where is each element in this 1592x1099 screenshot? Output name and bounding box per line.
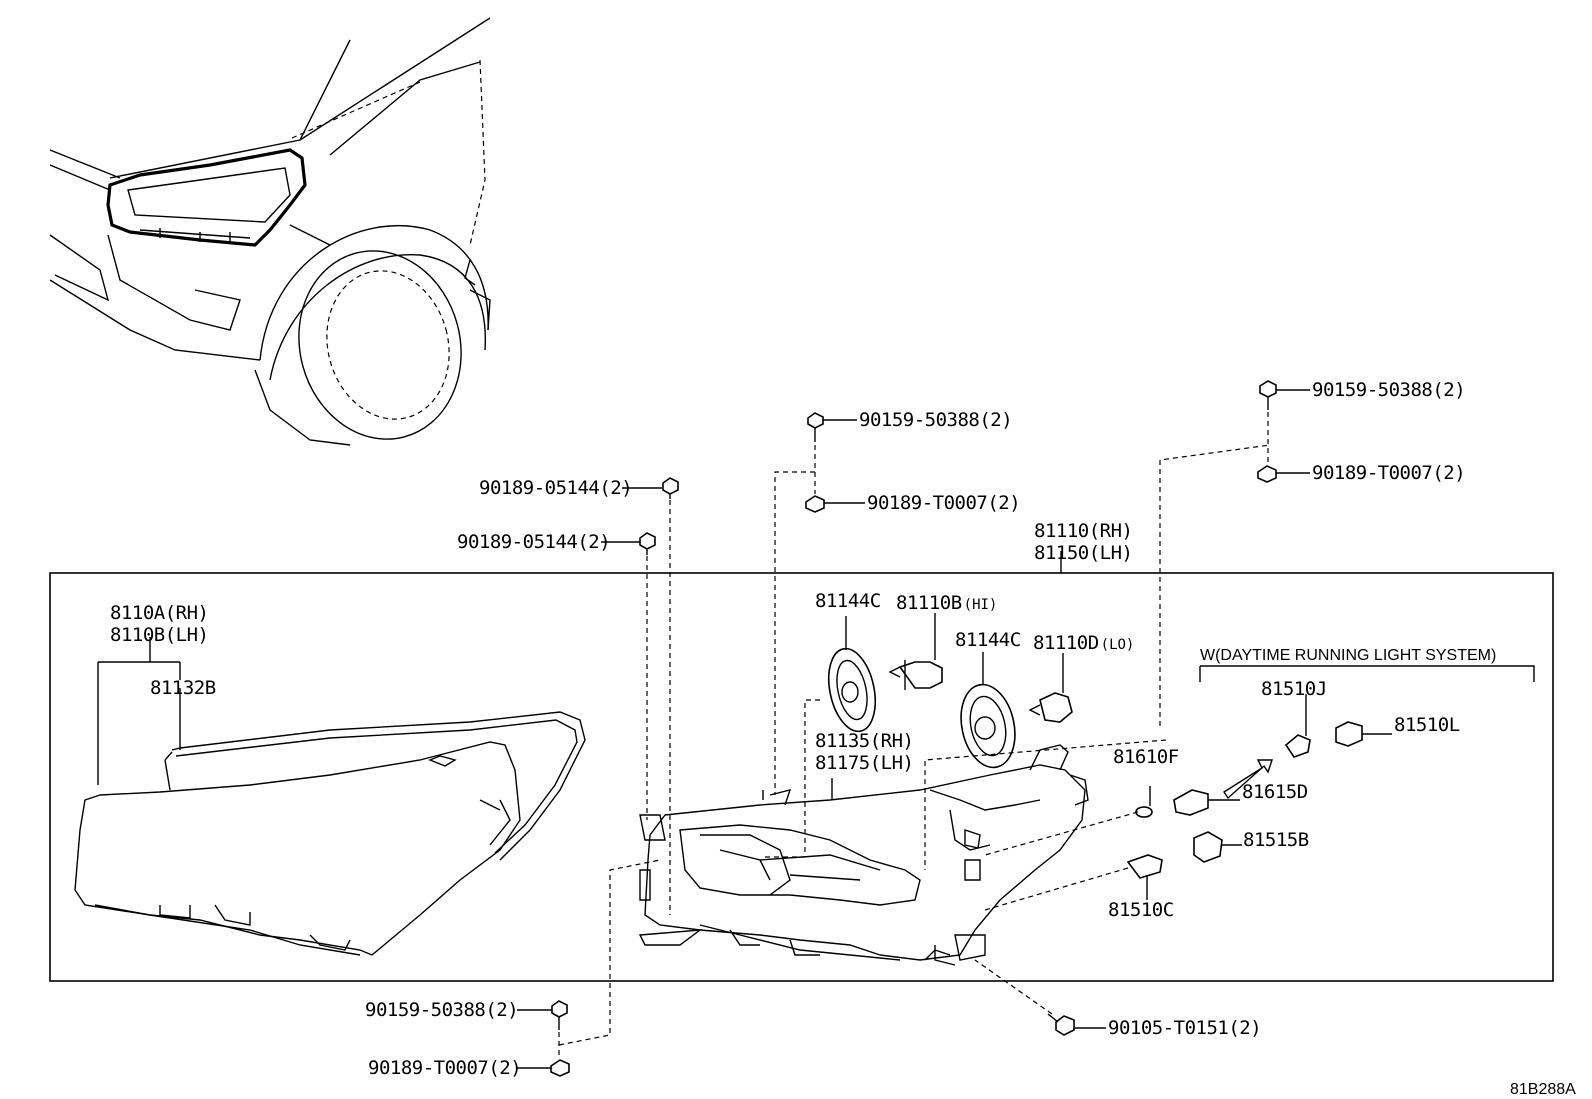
drl-socket-2-label: 81615D: [1242, 781, 1308, 803]
center-screw-label: 90159-50388(2): [859, 409, 1012, 431]
lens-part: [74, 711, 586, 956]
left-nut-1: [662, 477, 679, 499]
bottom-bolt: [1047, 1013, 1075, 1036]
drl-bulb-3: [1135, 806, 1153, 818]
drl-bulb: [1284, 734, 1311, 758]
drl-socket-3-label: 81515B: [1243, 829, 1309, 851]
left-nut-2-label: 90189-05144(2): [457, 531, 610, 553]
right-nut-label: 90189-T0007(2): [1312, 462, 1465, 484]
housing-label-lh: 81175(LH): [815, 752, 913, 774]
drl-socket: [1335, 721, 1392, 747]
bulb-cover-2: [960, 683, 1016, 769]
drl-bulb-2: [1126, 854, 1163, 879]
bottom-nut-label: 90189-T0007(2): [368, 1057, 521, 1079]
drl-socket-3: [1193, 831, 1242, 863]
bottom-screw-label: 90159-50388(2): [365, 999, 518, 1021]
drl-socket-label: 81510L: [1394, 714, 1460, 736]
left-nut-1-label: 90189-05144(2): [479, 477, 632, 499]
right-screw-label: 90159-50388(2): [1312, 379, 1465, 401]
drl-caption: W(DAYTIME RUNNING LIGHT SYSTEM): [1200, 647, 1496, 664]
lens-label-rh: 8110A(RH): [110, 602, 208, 624]
assembly-label-lh: 81150(LH): [1034, 542, 1132, 564]
bulb-lo: [1028, 692, 1073, 723]
drl-bulb-3-label: 81610F: [1113, 746, 1179, 768]
center-screw: [807, 412, 824, 442]
vehicle-illustration: [49, 17, 491, 446]
gasket-label: 81132B: [150, 677, 216, 699]
assembly-frame: [49, 572, 1554, 982]
drl-bulb-2-label: 81510C: [1108, 899, 1174, 921]
drl-socket-2: [1173, 789, 1240, 816]
center-nut: [805, 495, 825, 513]
bulb-hi-label: 81110B(HI): [896, 592, 997, 614]
cover-label-1: 81144C: [815, 590, 881, 612]
bulb-hi: [888, 660, 943, 690]
diagram-code: 81B288A: [1510, 1081, 1576, 1098]
direction-arrow: [1223, 759, 1273, 800]
bottom-nut: [550, 1059, 570, 1077]
drl-bulb-label: 81510J: [1261, 678, 1327, 700]
headlamp-housing: [638, 744, 1089, 966]
assembly-label-rh: 81110(RH): [1034, 520, 1132, 542]
right-nut: [1257, 465, 1277, 483]
center-nut-label: 90189-T0007(2): [867, 492, 1020, 514]
bottom-bolt-label: 90105-T0151(2): [1108, 1017, 1261, 1039]
bulb-cover-1: [827, 647, 877, 733]
left-nut-2: [639, 532, 656, 555]
lens-label-lh: 8110B(LH): [110, 624, 208, 646]
right-screw: [1259, 380, 1277, 410]
cover-label-2: 81144C: [955, 629, 1021, 651]
bottom-screw: [551, 1000, 568, 1030]
bulb-lo-label: 81110D(LO): [1033, 632, 1134, 654]
housing-label-rh: 81135(RH): [815, 730, 913, 752]
